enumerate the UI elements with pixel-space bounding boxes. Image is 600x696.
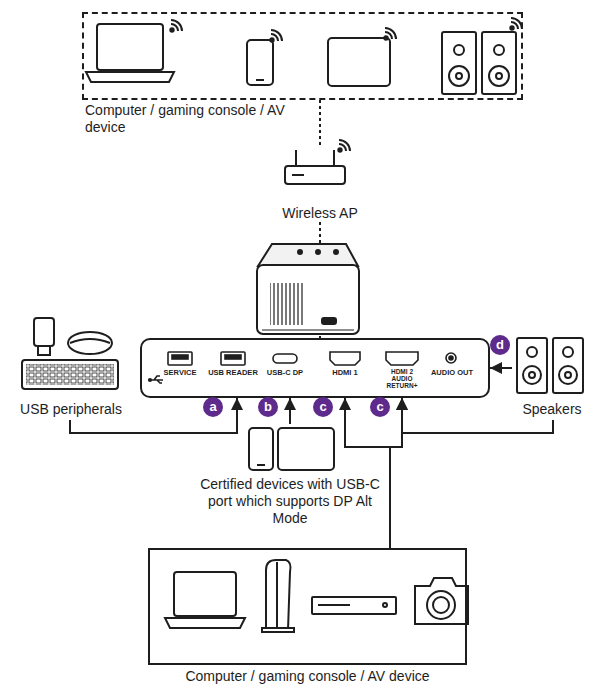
node-label: Speakers	[506, 401, 598, 418]
bottom-devices	[165, 560, 468, 632]
usb-c-device-group: Certified devices with USB-C port which …	[198, 424, 382, 544]
top-devices	[86, 18, 522, 94]
port-label: SERVICE	[164, 369, 197, 377]
usb-c-devices	[249, 428, 334, 470]
node-label: Wireless AP	[256, 205, 384, 222]
port-label: AUDIO OUT	[431, 369, 473, 377]
port-label: HDMI 1	[332, 369, 357, 377]
access-point: Wireless AP	[262, 146, 378, 222]
connector-panel: SERVICE USB READER USB-C DP HDMI 1 HDMI 2 AU…	[140, 338, 490, 398]
wireless-link	[319, 100, 321, 146]
speaker-group: Speakers	[512, 334, 592, 418]
callout-number: c	[370, 397, 390, 417]
router-icon	[285, 140, 350, 184]
node-label: Computer / gaming console / AV device	[85, 102, 305, 136]
port-label: USB-C DP	[267, 369, 303, 377]
node-label: USB peripherals	[4, 401, 138, 418]
callout-number: d	[490, 335, 510, 355]
node-label: Computer / gaming console / AV device	[140, 668, 475, 685]
peripheral-group: USB peripherals	[10, 312, 132, 418]
node-label: Certified devices with USB-C port which …	[198, 476, 382, 526]
callout-number: a	[203, 397, 223, 417]
cable-connector	[490, 367, 512, 369]
port-label: USB READER	[208, 369, 258, 377]
device-group-box: Computer / gaming console / AV device	[82, 12, 523, 100]
speaker-icons	[517, 338, 583, 393]
cable-connector	[345, 398, 390, 548]
device-group-box: Computer / gaming console / AV device	[148, 548, 467, 665]
cable-connector	[390, 398, 402, 548]
port-label: HDMI 2 AUDIO RETURN+	[380, 369, 424, 389]
cable-connector	[289, 398, 291, 424]
usb-peripheral-icons	[22, 318, 118, 389]
callout-number: c	[313, 397, 333, 417]
callout-number: b	[258, 397, 278, 417]
